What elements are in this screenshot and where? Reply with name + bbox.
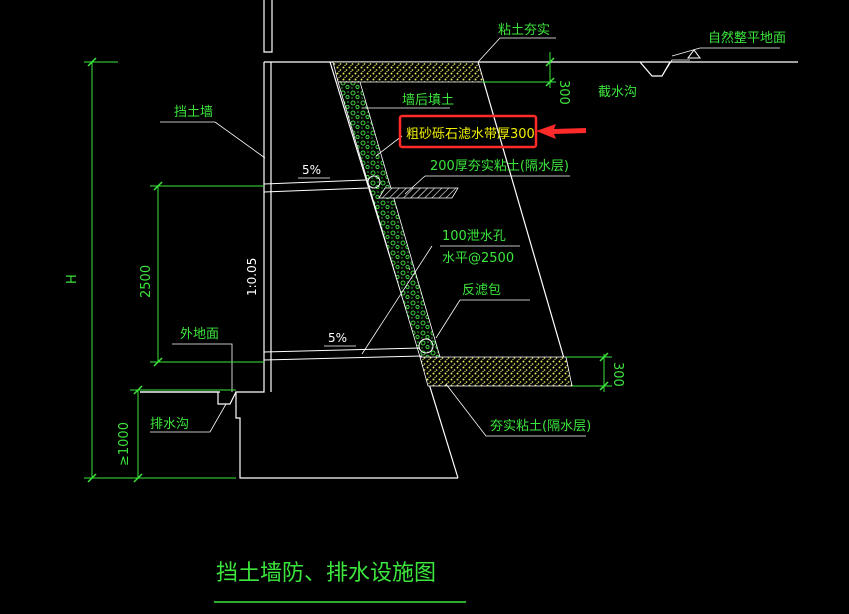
label-drain-hole: 100泄水孔 (442, 229, 506, 244)
label-filter-band: 粗砂砾石滤水带厚300 (406, 127, 535, 142)
label-dim-h: H (65, 274, 80, 284)
label-clay-tamped-top: 粘土夯实 (498, 23, 550, 38)
label-dim-2500: 2500 (139, 265, 154, 298)
dimension-ticks (87, 57, 609, 483)
label-dim-300-top: 300 (556, 80, 571, 105)
filter-band-fill (337, 81, 441, 358)
slope-markers (298, 177, 356, 347)
label-dim-1000: ≥1000 (117, 422, 132, 466)
label-dim-300-bottom: 300 (610, 362, 625, 387)
label-clay-200: 200厚夯实粘土(隔水层) (430, 159, 569, 174)
highlight-box (398, 114, 538, 149)
label-filter-bag: 反滤包 (462, 283, 501, 298)
label-outer-ground: 外地面 (180, 327, 219, 342)
label-drain-spacing: 水平@2500 (442, 251, 514, 266)
drawing-title: 挡土墙防、排水设施图 (216, 561, 436, 586)
label-natural-ground: 自然整平地面 (708, 30, 786, 46)
highlight-arrow (536, 124, 586, 139)
dimensions (84, 52, 612, 479)
clay-bottom-fill (419, 356, 573, 387)
clay-200-block (378, 187, 459, 199)
leader-lines (150, 37, 780, 437)
label-intercept-ditch: 截水沟 (598, 85, 637, 100)
drain-pipes (263, 175, 434, 361)
clay-top-fill (332, 61, 485, 83)
label-retaining-wall: 挡土墙 (174, 105, 213, 120)
label-wall-slope: 1:0.05 (245, 258, 259, 296)
label-slope-lower: 5% (328, 331, 347, 345)
label-slope-upper: 5% (302, 163, 321, 177)
label-drain-ditch: 排水沟 (150, 417, 189, 432)
label-clay-tamped-bottom: 夯实粘土(隔水层) (490, 419, 591, 434)
ground-level-marker (687, 49, 701, 59)
label-backfill: 墙后填土 (402, 93, 454, 108)
